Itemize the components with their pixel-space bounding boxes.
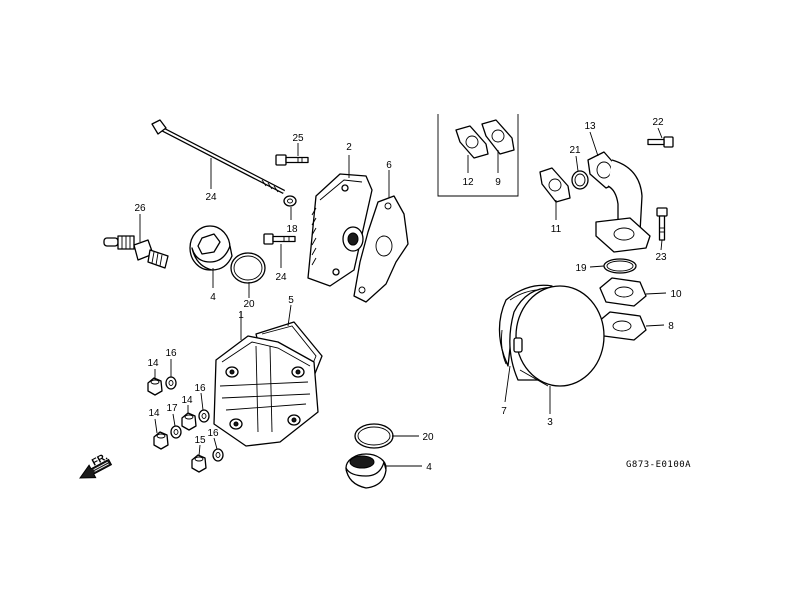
callout-11: 11 <box>551 224 562 235</box>
callout-4-upper: 4 <box>210 292 216 303</box>
callout-labels: 24 25 18 24 2 6 26 4 20 5 1 14 16 16 14 … <box>134 117 682 473</box>
part-25-bolt <box>275 154 309 166</box>
part-14-nut-a <box>147 377 163 396</box>
callout-9: 9 <box>495 177 501 188</box>
front-direction-indicator: FR. <box>79 451 113 479</box>
callout-24-bolt: 24 <box>275 272 287 283</box>
callout-14-a: 14 <box>147 358 159 369</box>
part-10-insulator <box>599 277 647 307</box>
part-8-gasket <box>597 311 647 341</box>
part-14-nut-b <box>181 412 197 431</box>
part-3-air-case <box>509 285 605 387</box>
part-16-washer-b <box>198 409 210 423</box>
callout-25: 25 <box>292 133 304 144</box>
callout-2: 2 <box>346 142 352 153</box>
nuts-and-washers <box>147 376 224 473</box>
part-21-o-ring <box>571 170 589 190</box>
part-18-washer <box>283 195 297 207</box>
part-4-cap-lower <box>345 453 387 489</box>
callout-6: 6 <box>386 160 392 171</box>
part-4-cap-upper <box>189 225 233 271</box>
callout-10: 10 <box>670 289 682 300</box>
callout-17: 17 <box>166 403 178 414</box>
part-20-o-ring-lower <box>354 423 394 449</box>
callout-7: 7 <box>501 406 507 417</box>
callout-12: 12 <box>462 177 474 188</box>
part-17-washer <box>170 425 182 439</box>
part-13-intake-pipe <box>587 151 651 253</box>
part-1-head-cover <box>213 335 319 447</box>
part-14-nut-c <box>153 431 169 450</box>
callout-16-c: 16 <box>207 428 219 439</box>
part-12-gasket <box>455 125 489 159</box>
part-26-spark-plug <box>103 235 169 269</box>
callout-26: 26 <box>134 203 146 214</box>
part-23-bolt <box>656 207 668 241</box>
callout-16-b: 16 <box>194 383 206 394</box>
callout-8: 8 <box>668 321 674 332</box>
part-6-gasket <box>353 195 409 303</box>
callout-14-b: 14 <box>181 395 193 406</box>
callout-20-lower: 20 <box>422 432 434 443</box>
part-20-o-ring-upper <box>230 252 266 284</box>
drawing-code: G873-E0100A <box>626 460 691 470</box>
part-15-nut <box>191 454 207 473</box>
part-24-stud-bolt <box>151 119 286 194</box>
part-22-bolt <box>647 136 674 148</box>
callout-4-lower: 4 <box>426 462 432 473</box>
part-16-washer-a <box>165 376 177 390</box>
callout-14-c: 14 <box>148 408 160 419</box>
part-2-side-cover <box>307 173 373 287</box>
part-16-washer-c <box>212 448 224 462</box>
callout-19: 19 <box>575 263 587 274</box>
callout-1: 1 <box>238 310 244 321</box>
part-11-gasket <box>539 167 571 203</box>
callout-24-stud: 24 <box>205 192 217 203</box>
callout-5: 5 <box>288 295 294 306</box>
callout-20-upper: 20 <box>243 299 255 310</box>
callout-23: 23 <box>655 252 667 263</box>
part-24-short-bolt <box>263 233 296 245</box>
part-19-o-ring <box>603 258 637 274</box>
callout-15: 15 <box>194 435 206 446</box>
callout-13: 13 <box>584 121 596 132</box>
callout-22: 22 <box>652 117 664 128</box>
callout-21: 21 <box>569 145 581 156</box>
callout-16-a: 16 <box>165 348 177 359</box>
callout-18: 18 <box>286 224 298 235</box>
callout-3: 3 <box>547 417 553 428</box>
part-9-gasket <box>481 119 515 155</box>
inset-box <box>437 114 519 197</box>
leader-lines <box>139 127 667 467</box>
